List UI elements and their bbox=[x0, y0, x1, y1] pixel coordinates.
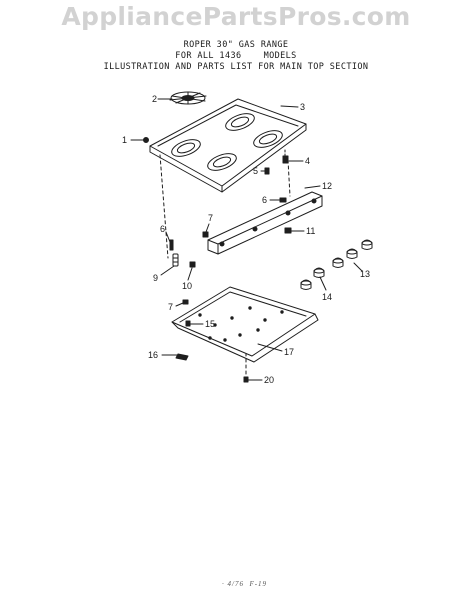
callout-7-lower: 7 bbox=[168, 302, 173, 312]
screw-part-20 bbox=[243, 376, 249, 383]
callout-5: 5 bbox=[253, 166, 258, 176]
screw-part-7-upper bbox=[202, 231, 209, 238]
callout-7-upper: 7 bbox=[208, 213, 213, 223]
callout-6-upper: 6 bbox=[262, 195, 267, 205]
watermark-logo: AppliancePartsPros.com bbox=[61, 2, 411, 31]
callout-1: 1 bbox=[122, 135, 127, 145]
control-knob-3 bbox=[332, 257, 344, 268]
callout-10: 10 bbox=[182, 281, 192, 291]
callout-12: 12 bbox=[322, 181, 332, 191]
callout-13: 13 bbox=[360, 269, 370, 279]
callout-17: 17 bbox=[284, 347, 294, 357]
burner-grate bbox=[169, 91, 207, 105]
screw-part-4 bbox=[282, 149, 289, 164]
callout-11: 11 bbox=[306, 226, 315, 236]
spring-part-9 bbox=[172, 253, 179, 267]
screw-part-6-upper bbox=[279, 197, 287, 203]
burner-front-right bbox=[207, 153, 237, 171]
callout-3: 3 bbox=[300, 102, 305, 112]
callout-20: 20 bbox=[264, 375, 274, 385]
callout-15: 15 bbox=[205, 319, 215, 329]
control-knob-5 bbox=[361, 239, 373, 250]
control-knob-2 bbox=[313, 267, 325, 278]
burner-box-tray bbox=[171, 286, 319, 363]
manifold-panel-bar bbox=[207, 191, 323, 255]
callout-6-lower: 6 bbox=[160, 224, 165, 234]
callout-2: 2 bbox=[152, 94, 157, 104]
burner-back-right bbox=[253, 130, 283, 148]
callout-16: 16 bbox=[148, 350, 158, 360]
diagram-title-line-3: ILLUSTRATION AND PARTS LIST FOR MAIN TOP… bbox=[103, 62, 369, 72]
screw-part-5 bbox=[264, 167, 270, 175]
screw-part-7-lower bbox=[182, 299, 189, 305]
bracket-part-8 bbox=[169, 239, 174, 251]
screw-part-10 bbox=[189, 261, 196, 268]
diagram-title-line-1: ROPER 30" GAS RANGE bbox=[183, 40, 289, 50]
clip-part-11 bbox=[284, 227, 292, 234]
burner-front-left bbox=[171, 139, 201, 157]
control-knob-1 bbox=[300, 279, 312, 290]
callout-14: 14 bbox=[322, 292, 332, 302]
callout-9: 9 bbox=[153, 273, 158, 283]
page-code-footer: · 4/76 F-19 bbox=[222, 580, 268, 588]
screw-part-15 bbox=[185, 320, 191, 327]
diagram-title-line-2: FOR ALL 1436 MODELS bbox=[175, 51, 297, 61]
burner-back-left bbox=[225, 113, 255, 131]
callout-4: 4 bbox=[305, 156, 310, 166]
cooktop-panel bbox=[149, 98, 307, 193]
control-knob-4 bbox=[346, 248, 358, 259]
clip-part-16 bbox=[175, 353, 189, 361]
